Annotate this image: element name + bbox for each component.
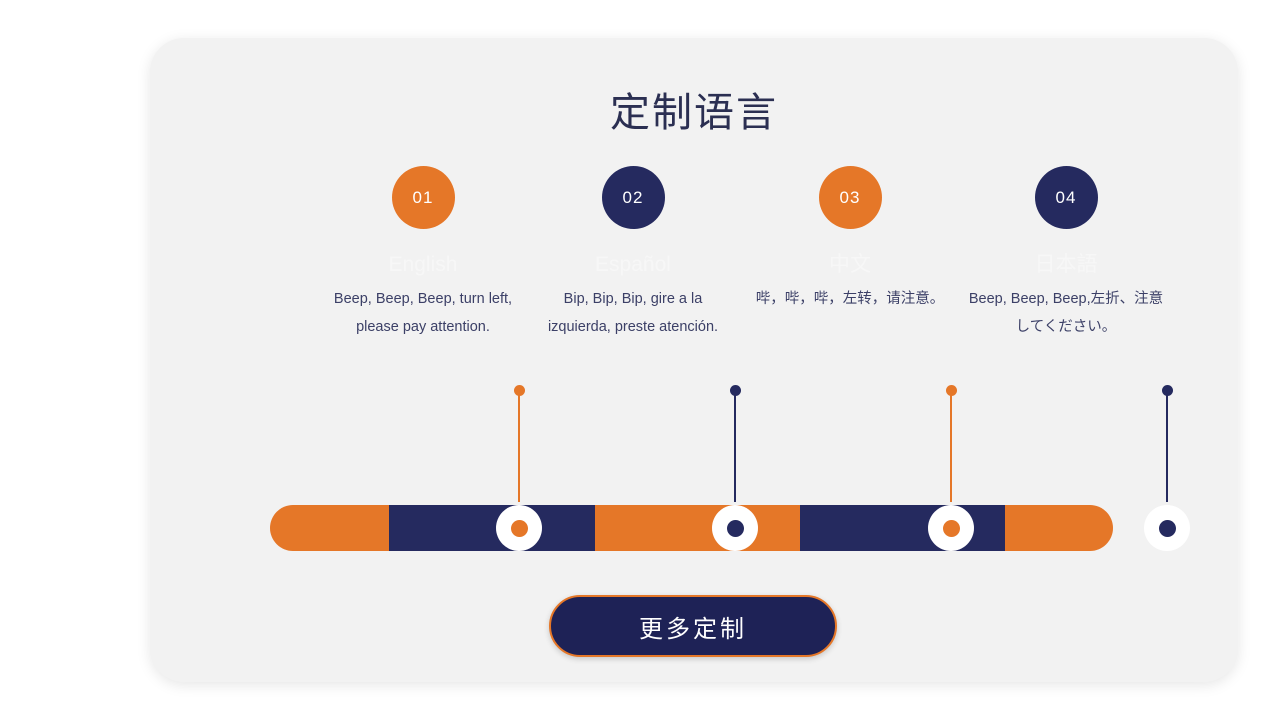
language-name-3: 中文 <box>829 253 871 276</box>
marker-inner-dot-3 <box>942 519 960 537</box>
step-number-label-4: 04 <box>1055 187 1077 207</box>
timeline-marker-2[interactable] <box>712 505 758 551</box>
step-number-badge-4[interactable]: 04 <box>1034 166 1098 229</box>
step-number-label-3: 03 <box>839 187 861 207</box>
timeline-segment-3 <box>594 505 801 551</box>
customization-card: 定制语言 01 English Beep, Beep, Beep, turn l… <box>150 38 1238 682</box>
step-number-badge-2[interactable]: 02 <box>601 166 665 229</box>
tick-stem-1 <box>518 390 520 502</box>
timeline-segment-1 <box>270 505 390 551</box>
language-sample-text-2: Bip, Bip, Bip, gire a la izquierda, pres… <box>547 291 719 335</box>
timeline-marker-4[interactable] <box>1144 505 1190 551</box>
marker-inner-dot-4 <box>1158 519 1176 537</box>
language-column-3[interactable]: 03 中文 哔，哔，哔，左转，请注意。 <box>745 166 955 313</box>
timeline-marker-3[interactable] <box>928 505 974 551</box>
tick-stem-3 <box>950 390 952 502</box>
step-number-label-2: 02 <box>622 187 644 207</box>
more-customization-button-label: 更多定制 <box>639 615 747 643</box>
language-column-1[interactable]: 01 English Beep, Beep, Beep, turn left, … <box>318 166 528 341</box>
step-number-label-1: 01 <box>412 187 434 207</box>
language-name-4: 日本語 <box>1034 253 1098 276</box>
language-sample-text-3: 哔，哔，哔，左转，请注意。 <box>755 291 945 307</box>
step-number-badge-1[interactable]: 01 <box>391 166 455 229</box>
language-column-4[interactable]: 04 日本語 Beep, Beep, Beep,左折、注意してください。 <box>961 166 1171 341</box>
timeline-segment-4 <box>800 505 1006 551</box>
page-title: 定制语言 <box>610 91 778 135</box>
tick-stem-2 <box>734 390 736 502</box>
language-name-1: English <box>388 253 458 276</box>
language-sample-text-4: Beep, Beep, Beep,左折、注意してください。 <box>968 291 1164 335</box>
timeline-marker-1[interactable] <box>496 505 542 551</box>
language-column-2[interactable]: 02 Español Bip, Bip, Bip, gire a la izqu… <box>528 166 738 341</box>
timeline-segment-2 <box>389 505 595 551</box>
marker-inner-dot-1 <box>510 519 528 537</box>
language-name-2: Español <box>595 253 671 276</box>
language-sample-text-1: Beep, Beep, Beep, turn left, please pay … <box>333 291 513 335</box>
marker-inner-dot-2 <box>726 519 744 537</box>
step-number-badge-3[interactable]: 03 <box>818 166 882 229</box>
timeline-segment-5 <box>1005 505 1113 551</box>
timeline-bar[interactable] <box>270 505 1113 551</box>
tick-stem-4 <box>1166 390 1168 502</box>
more-customization-button[interactable]: 更多定制 <box>549 595 837 657</box>
